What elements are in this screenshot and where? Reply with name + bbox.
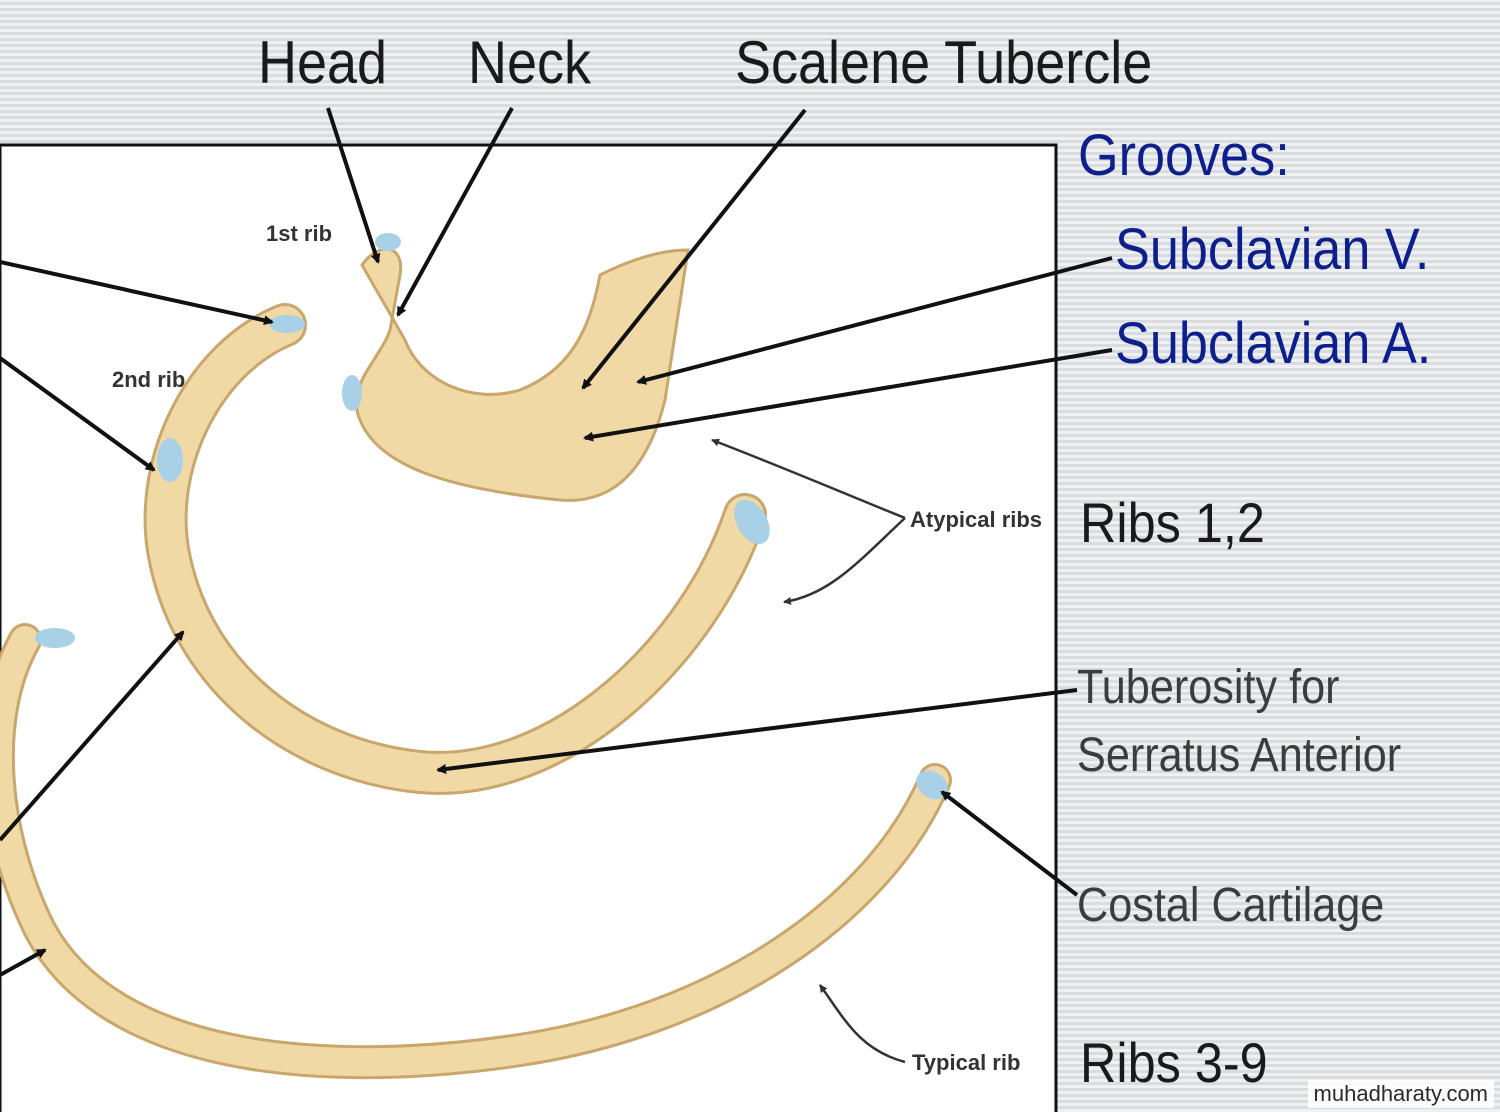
label-tuberosity-line2: Serratus Anterior — [1077, 729, 1402, 782]
label-subclavian-v: Subclavian V. — [1115, 217, 1430, 282]
leader-lines — [0, 107, 1113, 977]
arrow-left-1 — [0, 260, 274, 326]
label-subclavian-a: Subclavian A. — [1115, 311, 1432, 376]
label-neck: Neck — [468, 29, 592, 96]
arrow-scalene — [581, 108, 807, 390]
figure-callouts — [711, 438, 906, 1064]
label-ribs-1-2: Ribs 1,2 — [1080, 491, 1265, 554]
first-rib — [342, 233, 690, 502]
watermark: muhadharaty.com — [1307, 1080, 1494, 1108]
typical-rib — [0, 623, 952, 1080]
arrow-head — [326, 107, 381, 264]
label-typical-rib: Typical rib — [912, 1050, 1020, 1075]
label-head: Head — [258, 29, 388, 96]
label-scalene-tubercle: Scalene Tubercle — [735, 29, 1153, 96]
head-facet-2nd — [269, 315, 305, 333]
label-costal-cartilage: Costal Cartilage — [1077, 879, 1385, 932]
arrow-costal — [940, 790, 1079, 897]
head-facet-1st — [375, 233, 401, 251]
arrow-neck — [396, 107, 514, 317]
second-rib — [143, 303, 770, 795]
head-facet-typical — [35, 628, 75, 648]
arrow-subclavian-a — [583, 348, 1113, 442]
label-2nd-rib: 2nd rib — [112, 367, 185, 392]
label-grooves: Grooves: — [1078, 123, 1290, 188]
label-ribs-3-9: Ribs 3-9 — [1080, 1031, 1268, 1094]
arrow-left-2 — [0, 356, 156, 472]
figure-panel — [0, 143, 1058, 1112]
tubercle-facet-1st — [342, 375, 362, 411]
arrow-subclavian-v — [636, 256, 1113, 385]
label-1st-rib: 1st rib — [266, 221, 332, 246]
arrow-tuberosity — [436, 688, 1078, 774]
tubercle-facet-2nd — [157, 438, 183, 482]
arrow-left-4 — [0, 948, 47, 977]
arrow-left-3 — [0, 630, 185, 842]
costal-cartilage-2nd — [734, 499, 770, 545]
costal-cartilage-typical — [916, 770, 948, 800]
label-tuberosity-line1: Tuberosity for — [1077, 661, 1340, 714]
label-atypical-ribs: Atypical ribs — [910, 507, 1042, 532]
